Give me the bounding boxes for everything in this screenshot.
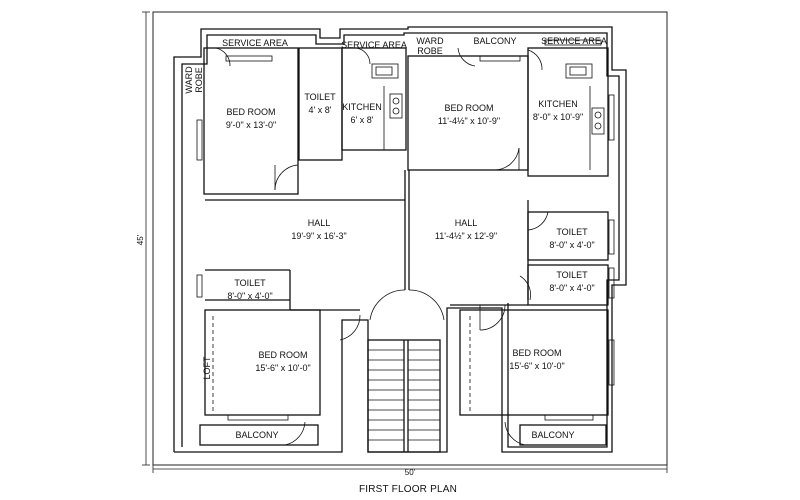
- room-name: LOFT: [202, 356, 212, 380]
- room-size: 8'-0" x 4'-0": [549, 283, 594, 293]
- room-size: 11'-4½" x 10'-9": [438, 116, 500, 126]
- room-toilet-4: TOILET 8'-0" x 4'-0": [549, 270, 594, 293]
- room-size: 15'-6" x 10'-0": [509, 361, 564, 371]
- overall-width-label: 50': [405, 468, 416, 477]
- room-hall-2: HALL 11'-4½" x 12'-9": [435, 218, 497, 241]
- room-toilet-1: TOILET 4' x 8': [304, 92, 336, 115]
- room-size: 8'-0" x 10'-9": [533, 112, 583, 122]
- room-name: BALCONY: [235, 430, 278, 440]
- dashed-lines: [212, 316, 471, 412]
- room-name: KITCHEN: [538, 99, 578, 109]
- room-name: HALL: [308, 218, 331, 228]
- room-size: 19'-9" x 16'-3": [291, 231, 346, 241]
- room-balcony-1: BALCONY: [473, 36, 516, 46]
- walls: [173, 26, 627, 453]
- room-name: ROBE: [194, 67, 204, 93]
- room-size: 8'-0" x 4'-0": [549, 240, 594, 250]
- room-toilet-2: TOILET 8'-0" x 4'-0": [549, 227, 594, 250]
- dimension-lines: [142, 11, 668, 473]
- room-bed-room-1: BED ROOM 9'-0" x 13'-0": [226, 107, 276, 130]
- room-name: HALL: [455, 218, 478, 228]
- room-name: BALCONY: [473, 36, 516, 46]
- room-name: BED ROOM: [258, 350, 307, 360]
- room-name: TOILET: [234, 278, 266, 288]
- room-toilet-3: TOILET 8'-0" x 4'-0": [227, 278, 272, 301]
- room-service-area-2: SERVICE AREA: [341, 40, 407, 50]
- room-name: WARD: [184, 66, 194, 94]
- room-service-area-3: SERVICE AREA: [541, 36, 607, 46]
- windows: [196, 39, 615, 421]
- room-bed-room-4: BED ROOM 15'-6" x 10'-0": [509, 348, 564, 371]
- room-kitchen-1: KITCHEN 6' x 8': [342, 102, 382, 125]
- room-size: 8'-0" x 4'-0": [227, 291, 272, 301]
- room-name: KITCHEN: [342, 102, 382, 112]
- room-name: TOILET: [304, 92, 336, 102]
- room-name: BALCONY: [531, 430, 574, 440]
- room-size: 11'-4½" x 12'-9": [435, 231, 497, 241]
- staircase: [367, 289, 445, 453]
- room-name: TOILET: [556, 270, 588, 280]
- room-balcony-2: BALCONY: [235, 430, 278, 440]
- room-name: WARD: [416, 36, 444, 46]
- room-hall-1: HALL 19'-9" x 16'-3": [291, 218, 346, 241]
- room-name: BED ROOM: [444, 103, 493, 113]
- room-size: 9'-0" x 13'-0": [226, 120, 276, 130]
- room-name: BED ROOM: [226, 107, 275, 117]
- drawing-border: [152, 11, 668, 466]
- room-balcony-3: BALCONY: [531, 430, 574, 440]
- room-service-area-1: SERVICE AREA: [222, 38, 288, 48]
- room-name: BED ROOM: [512, 348, 561, 358]
- room-bed-room-2: BED ROOM 11'-4½" x 10'-9": [438, 103, 500, 126]
- room-name: SERVICE AREA: [341, 40, 407, 50]
- room-size: 6' x 8': [351, 115, 374, 125]
- room-loft-1: LOFT: [202, 356, 212, 380]
- room-size: 15'-6" x 10'-0": [255, 363, 310, 373]
- plan-title: FIRST FLOOR PLAN: [359, 484, 457, 495]
- room-name: SERVICE AREA: [222, 38, 288, 48]
- kitchen-fixtures: [371, 63, 605, 170]
- room-kitchen-2: KITCHEN 8'-0" x 10'-9": [533, 99, 583, 122]
- overall-depth-label: 45': [136, 234, 145, 245]
- room-name: ROBE: [417, 46, 443, 56]
- room-size: 4' x 8': [309, 105, 332, 115]
- room-bed-room-3: BED ROOM 15'-6" x 10'-0": [255, 350, 310, 373]
- room-name: TOILET: [556, 227, 588, 237]
- door-swings: [215, 47, 549, 446]
- room-name: SERVICE AREA: [541, 36, 607, 46]
